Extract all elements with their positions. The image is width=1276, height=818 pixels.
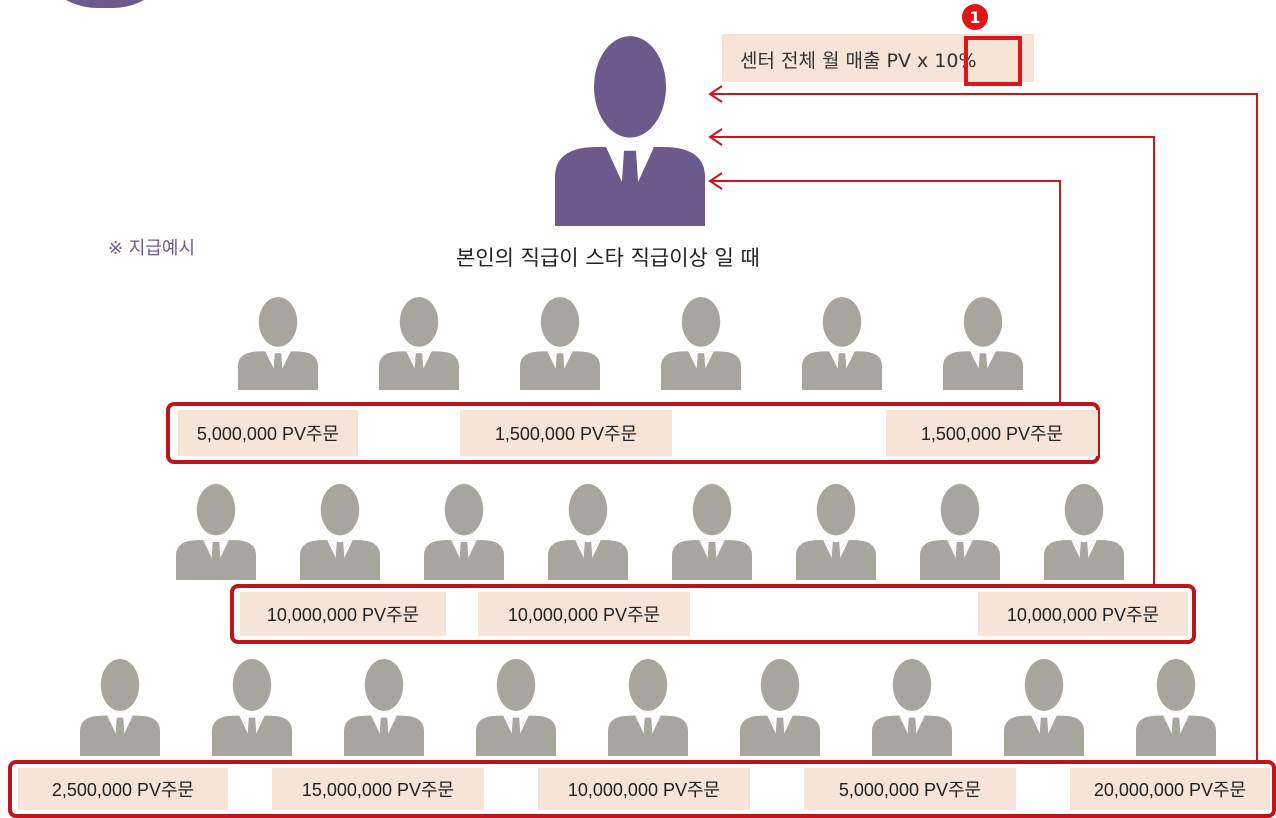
member-icon (1004, 659, 1084, 756)
title-box (722, 34, 1034, 82)
member-icon (176, 484, 256, 580)
member-icon (608, 659, 688, 756)
top-person-caption: 본인의 직급이 스타 직급이상 일 때 (456, 246, 760, 270)
order-label: 15,000,000 PV주문 (272, 768, 484, 810)
rate-highlight-box (964, 36, 1022, 86)
order-label: 2,500,000 PV주문 (18, 768, 228, 810)
order-label: 20,000,000 PV주문 (1070, 768, 1270, 810)
member-icon (920, 484, 1000, 580)
annotation-badge: 1 (962, 4, 988, 30)
member-icon (740, 659, 820, 756)
example-note: ※ 지급예시 (108, 238, 196, 259)
title-text: 센터 전체 월 매출 PV x 10% (740, 50, 977, 72)
member-icon (548, 484, 628, 580)
order-label: 10,000,000 PV주문 (538, 768, 750, 810)
logo-fragment (30, 0, 180, 8)
member-icon (424, 484, 504, 580)
member-icon (1136, 659, 1216, 756)
order-label: 5,000,000 PV주문 (178, 410, 358, 456)
member-icon (476, 659, 556, 756)
order-label: 5,000,000 PV주문 (804, 768, 1016, 810)
member-icon (300, 484, 380, 580)
connector-line (712, 180, 1061, 402)
member-icon (212, 659, 292, 756)
member-icon (796, 484, 876, 580)
member-icon (872, 659, 952, 756)
arrow-head-icon (708, 85, 723, 103)
member-icon (379, 297, 459, 390)
member-icon (80, 659, 160, 756)
order-label: 10,000,000 PV주문 (478, 592, 690, 636)
member-icon (520, 297, 600, 390)
member-icon (661, 297, 741, 390)
member-icon (802, 297, 882, 390)
arrow-head-icon (708, 172, 723, 190)
member-icon (943, 297, 1023, 390)
order-label: 1,500,000 PV주문 (886, 410, 1098, 456)
member-icon (1044, 484, 1124, 580)
order-label: 10,000,000 PV주문 (978, 592, 1188, 636)
member-icon (672, 484, 752, 580)
connector-line (712, 136, 1155, 584)
arrow-head-icon (708, 128, 723, 146)
member-icon (344, 659, 424, 756)
member-icon (238, 297, 318, 390)
order-label: 10,000,000 PV주문 (240, 592, 446, 636)
order-label: 1,500,000 PV주문 (460, 410, 672, 456)
top-person-icon (555, 36, 705, 226)
connector-line (712, 93, 1258, 760)
